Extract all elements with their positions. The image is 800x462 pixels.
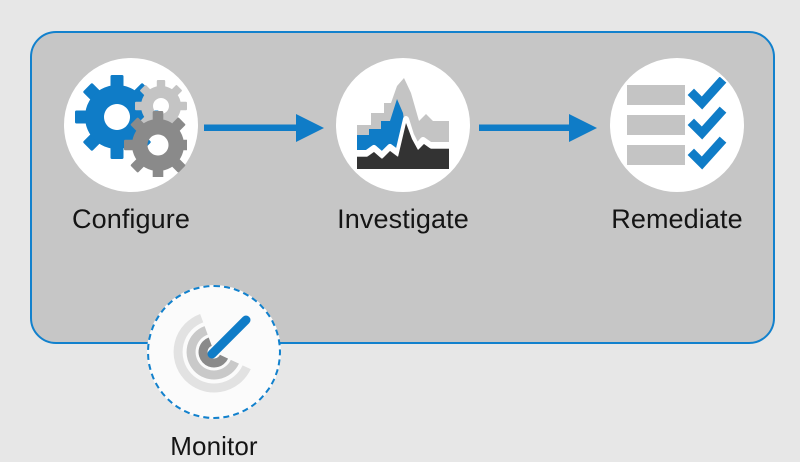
radar-gauge-icon xyxy=(173,313,251,393)
remediate-icon-circle xyxy=(610,58,744,192)
node-investigate-label: Investigate xyxy=(337,204,469,234)
node-configure[interactable]: Configure xyxy=(31,58,231,235)
node-monitor[interactable]: Monitor xyxy=(114,285,314,462)
arrow-investigate-to-remediate xyxy=(479,111,597,145)
monitor-icon-circle xyxy=(147,285,281,419)
node-monitor-label: Monitor xyxy=(170,431,258,461)
node-configure-label: Configure xyxy=(72,204,190,234)
node-investigate[interactable]: Investigate xyxy=(303,58,503,235)
gears-icon xyxy=(75,75,187,177)
area-chart-icon xyxy=(354,78,452,169)
configure-icon-circle xyxy=(64,58,198,192)
diagram-canvas: Configure Investigate xyxy=(30,31,777,461)
node-remediate-label: Remediate xyxy=(611,204,743,234)
arrow-configure-to-investigate xyxy=(204,111,324,145)
node-remediate[interactable]: Remediate xyxy=(577,58,777,235)
checklist-icon xyxy=(627,77,727,170)
investigate-icon-circle xyxy=(336,58,470,192)
